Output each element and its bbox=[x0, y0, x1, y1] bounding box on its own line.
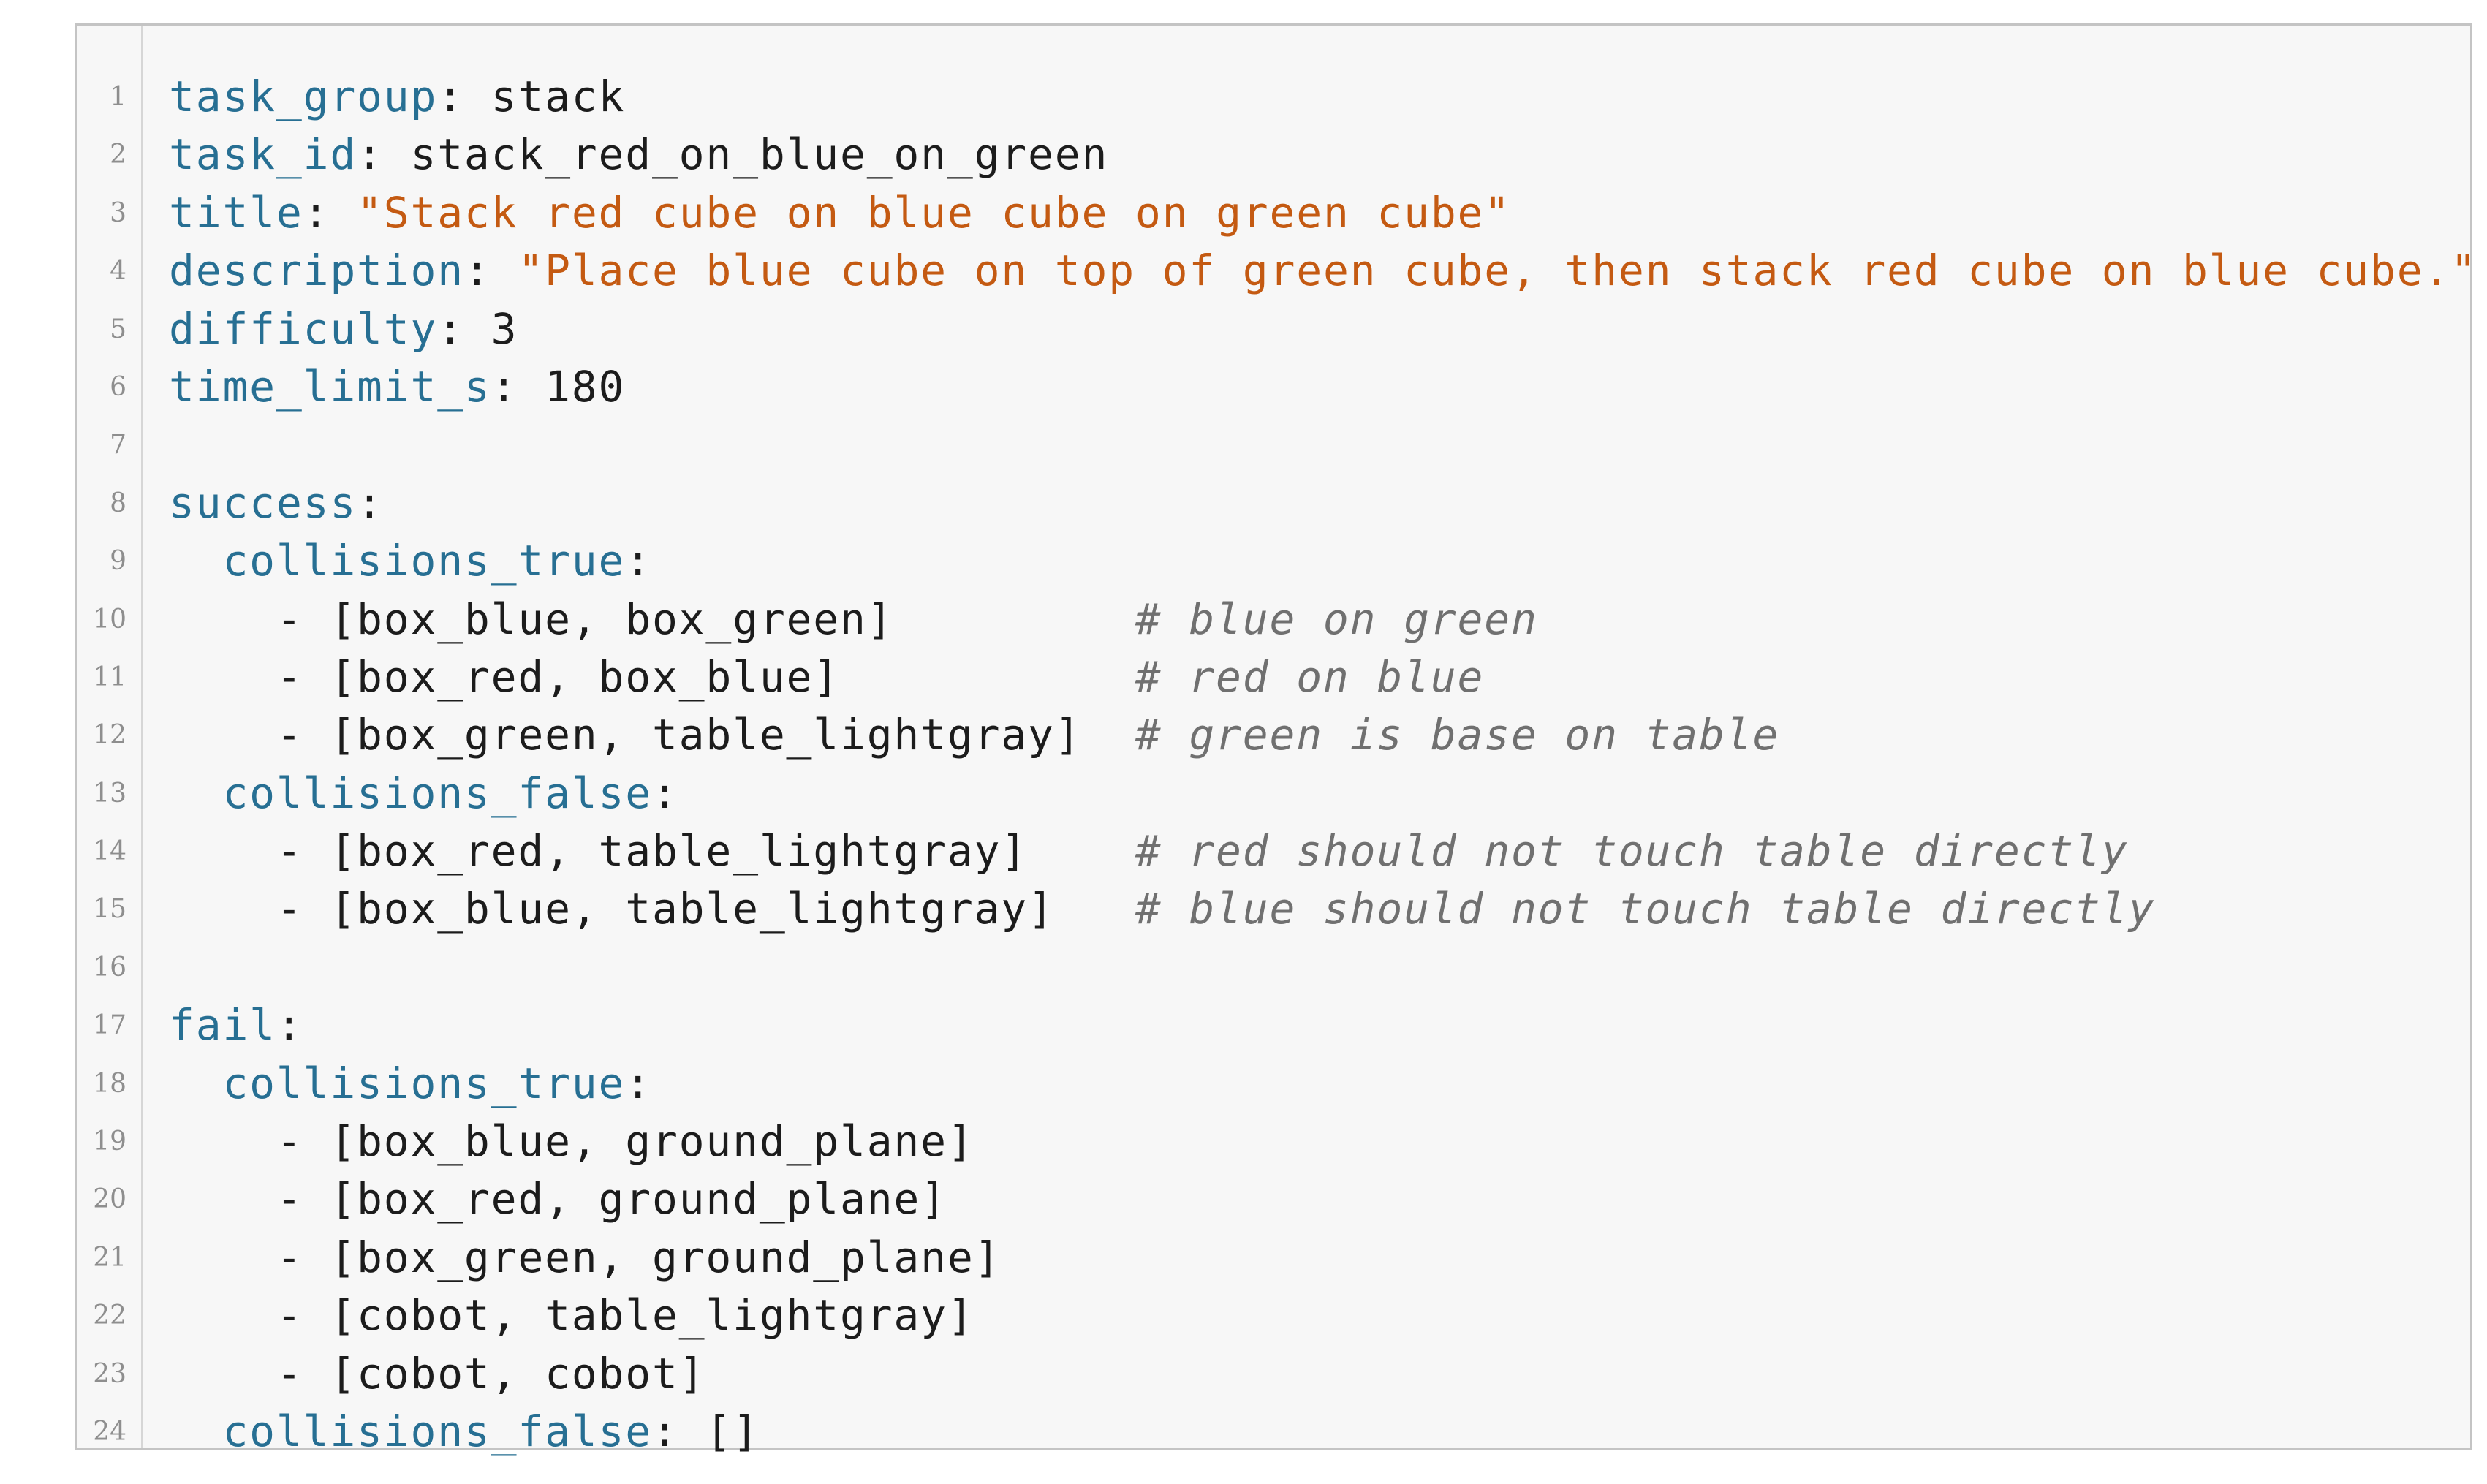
line-number: 3 bbox=[110, 197, 126, 228]
code-text: : bbox=[357, 477, 384, 528]
code-text: : [] bbox=[651, 1406, 760, 1456]
code-comment: # red should not touch table directly bbox=[1135, 826, 2129, 877]
code-line: - [box_blue, table_lightgray] # blue sho… bbox=[169, 880, 2470, 938]
code-line: success: bbox=[169, 474, 2470, 532]
line-number: 6 bbox=[110, 371, 126, 402]
yaml-key: collisions_true bbox=[222, 536, 626, 586]
code-line: task_group: stack bbox=[169, 68, 2470, 126]
code-line: - [box_red, box_blue] # red on blue bbox=[169, 648, 2470, 706]
code-text: - [box_red, box_blue] bbox=[169, 651, 1135, 702]
string-literal: "Place blue cube on top of green cube, t… bbox=[518, 246, 2477, 296]
line-number: 9 bbox=[110, 546, 126, 577]
code-text: : bbox=[276, 1000, 303, 1050]
line-number: 18 bbox=[93, 1068, 126, 1099]
line-number: 11 bbox=[93, 662, 126, 692]
line-number: 20 bbox=[93, 1184, 126, 1215]
code-line: - [box_green, ground_plane] bbox=[169, 1229, 2470, 1287]
code-line: collisions_false: bbox=[169, 765, 2470, 822]
line-number: 4 bbox=[110, 256, 126, 287]
line-number: 15 bbox=[93, 894, 126, 925]
code-line: - [box_blue, box_green] # blue on green bbox=[169, 591, 2470, 648]
code-text: - [box_blue, box_green] bbox=[169, 594, 1135, 644]
code-text: - [cobot, table_lightgray] bbox=[169, 1290, 974, 1341]
code-line: collisions_true: bbox=[169, 532, 2470, 590]
code-line bbox=[169, 939, 2470, 996]
code-text: - [box_green, ground_plane] bbox=[169, 1232, 1002, 1282]
code-text: : bbox=[625, 1058, 652, 1108]
code-text bbox=[169, 768, 222, 818]
code-line bbox=[169, 416, 2470, 474]
code-text: - [box_red, table_lightgray] bbox=[169, 826, 1135, 877]
code-text: : bbox=[463, 246, 518, 296]
code-line: collisions_true: bbox=[169, 1055, 2470, 1113]
line-number: 7 bbox=[110, 430, 126, 461]
yaml-key: description bbox=[169, 246, 464, 296]
line-number: 17 bbox=[93, 1010, 126, 1041]
yaml-key: fail bbox=[169, 1000, 276, 1050]
code-text bbox=[169, 1407, 222, 1456]
code-text: : stack bbox=[437, 72, 626, 121]
code-comment: # red on blue bbox=[1135, 651, 1485, 702]
code-line: difficulty: 3 bbox=[169, 300, 2470, 358]
string-literal: "Stack red cube on blue cube on green cu… bbox=[357, 187, 1511, 238]
yaml-key: title bbox=[169, 187, 303, 238]
line-number: 2 bbox=[110, 140, 126, 170]
code-text: : bbox=[625, 536, 652, 586]
line-number: 5 bbox=[110, 314, 126, 344]
code-line: - [box_blue, ground_plane] bbox=[169, 1113, 2470, 1170]
line-number: 16 bbox=[93, 952, 126, 983]
code-text: : stack_red_on_blue_on_green bbox=[357, 129, 1109, 180]
code-text: - [box_blue, ground_plane] bbox=[169, 1116, 974, 1167]
line-number: 12 bbox=[93, 720, 126, 751]
code-text: : bbox=[303, 187, 357, 238]
yaml-key: time_limit_s bbox=[169, 361, 491, 412]
yaml-key: task_id bbox=[169, 129, 357, 180]
code-line: - [box_red, table_lightgray] # red shoul… bbox=[169, 822, 2470, 880]
line-number: 22 bbox=[93, 1301, 126, 1331]
code-line: - [cobot, table_lightgray] bbox=[169, 1287, 2470, 1344]
code-comment: # blue should not touch table directly bbox=[1135, 884, 2156, 934]
code-text: : 3 bbox=[437, 303, 518, 354]
code-text: : bbox=[651, 768, 679, 818]
code-text bbox=[169, 536, 222, 586]
yaml-key: success bbox=[169, 477, 357, 528]
yaml-key: task_group bbox=[169, 72, 438, 121]
code-line: time_limit_s: 180 bbox=[169, 358, 2470, 416]
line-number: 13 bbox=[93, 778, 126, 809]
code-comment: # blue on green bbox=[1135, 594, 1538, 644]
yaml-key: collisions_true bbox=[222, 1058, 626, 1108]
code-text: - [cobot, cobot] bbox=[169, 1348, 706, 1398]
yaml-key: difficulty bbox=[169, 303, 438, 354]
code-line: fail: bbox=[169, 996, 2470, 1054]
line-number: 24 bbox=[93, 1416, 126, 1447]
yaml-key: collisions_false bbox=[222, 1406, 652, 1456]
code-line: - [box_green, table_lightgray] # green i… bbox=[169, 706, 2470, 764]
code-text: : 180 bbox=[491, 361, 626, 412]
line-number: 8 bbox=[110, 488, 126, 518]
code-comment: # green is base on table bbox=[1135, 710, 1780, 760]
code-text: - [box_red, ground_plane] bbox=[169, 1174, 947, 1224]
gutter-divider bbox=[141, 26, 143, 1448]
line-number: 1 bbox=[110, 82, 126, 112]
line-number: 10 bbox=[93, 604, 126, 635]
line-number: 14 bbox=[93, 836, 126, 867]
code-line: collisions_false: [] bbox=[169, 1403, 2470, 1461]
code-text: - [box_blue, table_lightgray] bbox=[169, 884, 1135, 934]
code-line: description: "Place blue cube on top of … bbox=[169, 242, 2476, 300]
code-text bbox=[169, 1059, 222, 1108]
code-text: - [box_green, table_lightgray] bbox=[169, 710, 1135, 760]
line-number: 19 bbox=[93, 1127, 126, 1157]
yaml-key: collisions_false bbox=[222, 768, 652, 818]
code-line: - [box_red, ground_plane] bbox=[169, 1170, 2470, 1228]
code-line: - [cobot, cobot] bbox=[169, 1345, 2470, 1403]
line-number: 23 bbox=[93, 1358, 126, 1389]
code-line: task_id: stack_red_on_blue_on_green bbox=[169, 126, 2470, 183]
line-number: 21 bbox=[93, 1242, 126, 1273]
code-line: title: "Stack red cube on blue cube on g… bbox=[169, 184, 2470, 242]
